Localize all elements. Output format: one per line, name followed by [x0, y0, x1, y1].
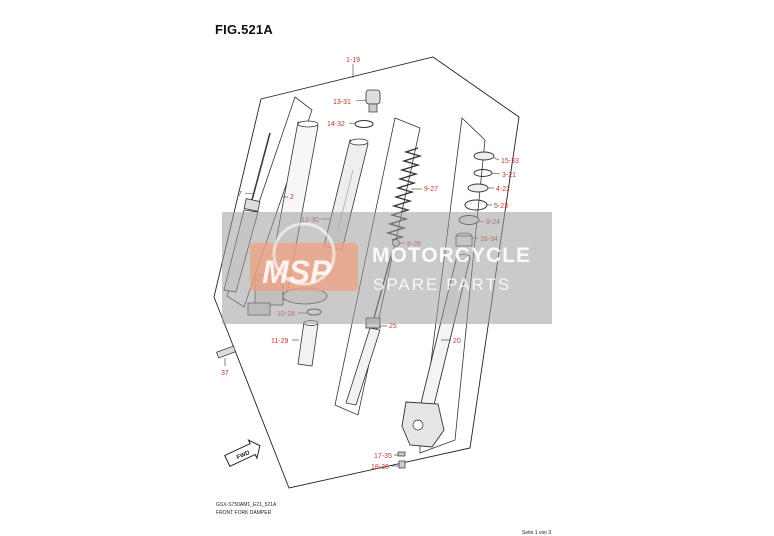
watermark-logo: MSP: [250, 222, 358, 291]
spacer-part: [297, 320, 319, 367]
ring-4-22: [467, 183, 489, 193]
label-14-32: 14-32: [327, 121, 345, 128]
label-7: 7: [238, 191, 242, 198]
fwd-label: FWD: [236, 450, 252, 461]
label-15-33: 15-33: [501, 158, 519, 165]
watermark-line1: MOTORCYCLE: [372, 244, 531, 267]
fwd-arrow-icon: FWD: [224, 438, 261, 468]
bolt-37-part: [216, 345, 236, 359]
bolt-18-36: [398, 460, 406, 469]
footer-code: GSX-S750AM1_E21_521A: [216, 502, 277, 508]
label-5-23: 5-23: [494, 203, 508, 210]
label-2: 2: [290, 194, 294, 201]
label-3-21: 3-21: [502, 172, 516, 179]
washer-17-35: [397, 451, 406, 457]
label-11-29: 11-29: [271, 338, 288, 345]
ring-5-23: [464, 199, 488, 211]
label-13-31: 13-31: [333, 99, 351, 106]
ring-3-21: [473, 169, 493, 177]
figure-title: FIG.521A: [215, 22, 273, 37]
watermark: MSP MOTORCYCLE SPARE PARTS: [222, 212, 552, 324]
watermark-line2: SPARE PARTS: [373, 275, 511, 294]
watermark-logo-text: MSP: [262, 254, 332, 290]
label-17-35: 17-35: [374, 453, 392, 460]
label-4-22: 4-22: [496, 186, 510, 193]
footer-caption: FRONT FORK DAMPER: [216, 510, 272, 516]
label-18-36: 18-36: [371, 464, 389, 471]
label-1-19: 1-19: [346, 57, 360, 64]
label-20: 20: [453, 338, 461, 345]
cap-bolt-part: [365, 89, 381, 113]
ring-15-33: [473, 151, 495, 161]
label-9-27: 9-27: [424, 186, 438, 193]
label-25: 25: [389, 323, 397, 330]
assembly-outline: [213, 56, 520, 489]
label-37: 37: [221, 370, 229, 377]
o-ring-part: [354, 120, 374, 128]
footer-page: Seite 1 von 3: [522, 530, 551, 536]
